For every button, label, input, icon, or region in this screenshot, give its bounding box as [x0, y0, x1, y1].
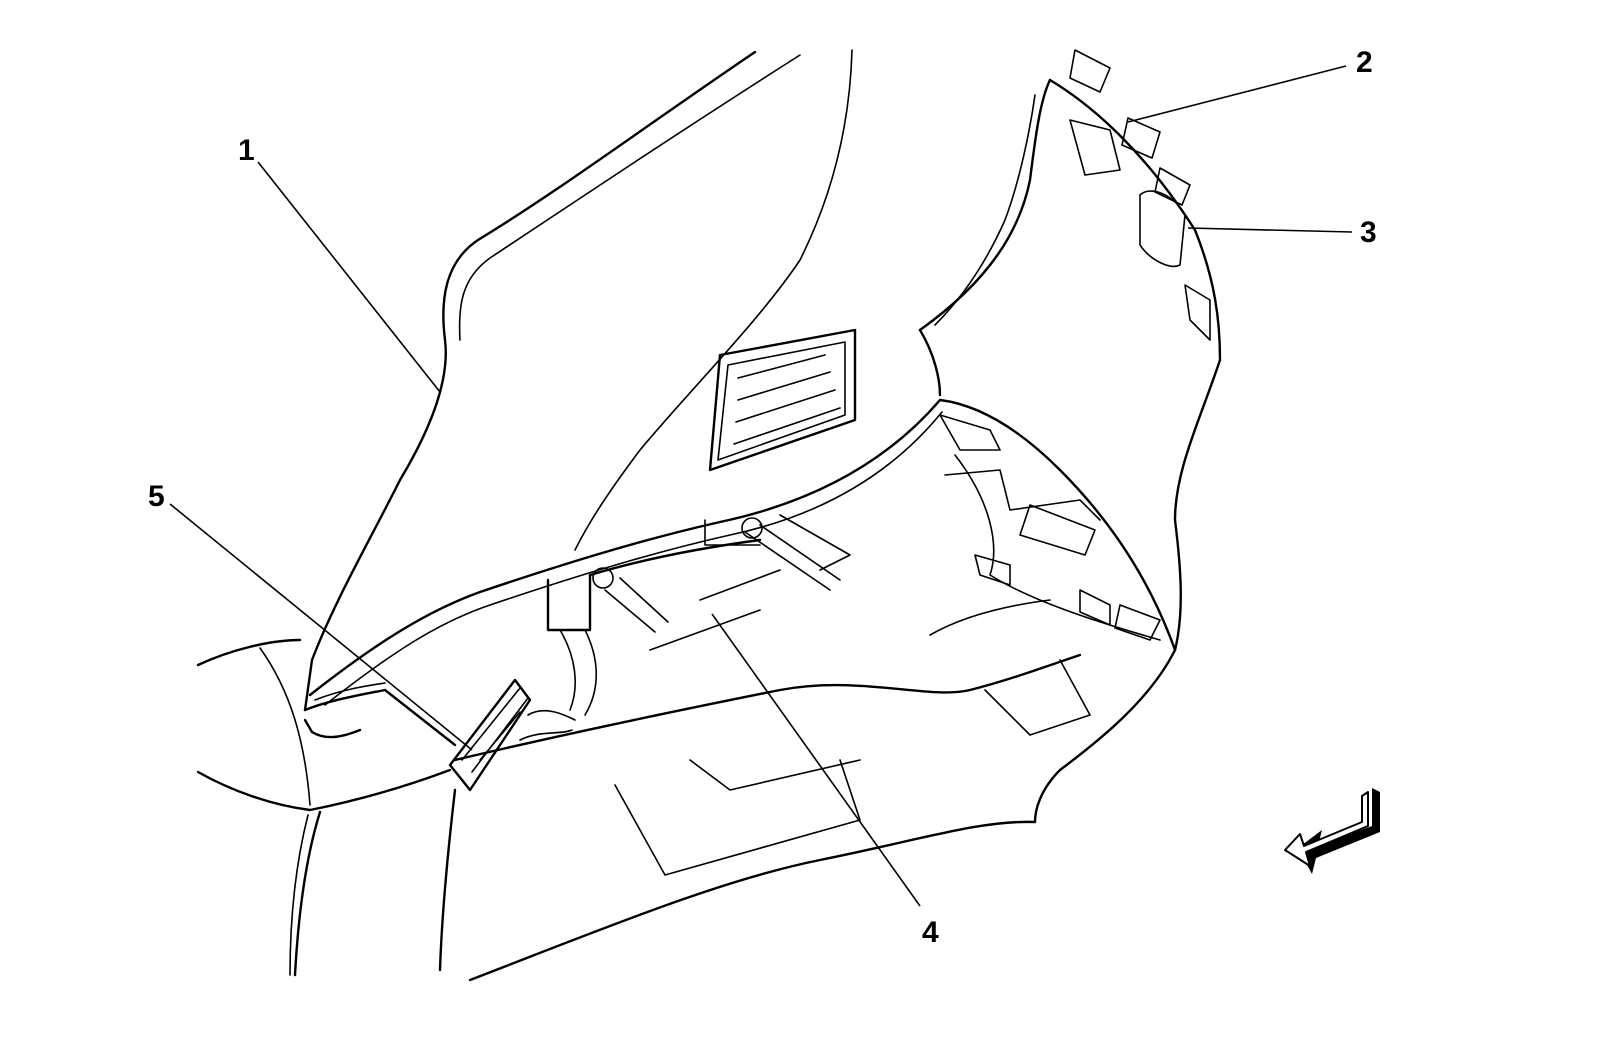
- vent-grille: [708, 328, 857, 472]
- callout-3: 3: [1360, 216, 1377, 249]
- lower-body-panel: [196, 638, 1037, 982]
- callout-labels: 1 2 3 4 5: [148, 46, 1377, 949]
- leader-line-1: [257, 161, 441, 393]
- callout-1: 1: [238, 134, 255, 167]
- mounting-bracket: [546, 514, 851, 716]
- quarter-panel: [918, 49, 1222, 652]
- callout-4: 4: [922, 916, 939, 949]
- leader-line-3: [1187, 227, 1353, 233]
- leader-line-4: [711, 613, 921, 907]
- wiring-connector: [448, 678, 576, 792]
- trim-panel: [303, 49, 853, 747]
- latch-assembly: [939, 414, 1161, 641]
- callout-2: 2: [1356, 46, 1373, 79]
- leader-line-5: [169, 503, 473, 751]
- leader-line-2: [1127, 65, 1347, 123]
- forward-direction-arrow-icon: [1284, 788, 1380, 874]
- floor-tray: [308, 398, 1177, 876]
- leader-lines: [169, 65, 1353, 907]
- callout-5: 5: [148, 480, 165, 513]
